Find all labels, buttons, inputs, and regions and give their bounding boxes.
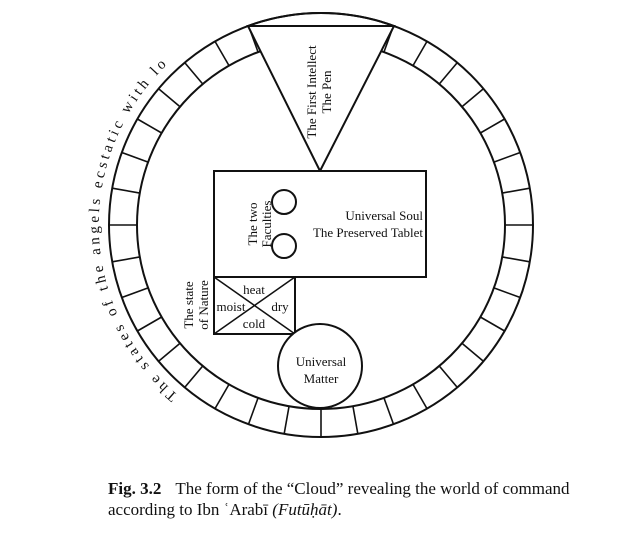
first-intellect-label: The First Intellect: [304, 45, 319, 139]
ring-segment-divider: [438, 365, 458, 388]
quality-cold: cold: [243, 316, 266, 331]
faculties-label-2: Faculties: [259, 201, 274, 248]
quality-heat: heat: [243, 282, 265, 297]
universal-soul-label: Universal Soul: [345, 208, 423, 223]
ring-segment-divider: [283, 406, 290, 434]
ring-segment-divider: [121, 151, 149, 163]
faculty-circle-1: [271, 189, 297, 215]
universal-soul-box: [213, 170, 427, 278]
pen-label: The Pen: [319, 70, 334, 113]
ring-segment-divider: [214, 41, 230, 67]
ring-segment-divider: [112, 256, 140, 263]
ring-segment-divider: [184, 365, 204, 388]
ring-segment-divider: [502, 187, 530, 194]
universal-label: Universal: [296, 354, 347, 369]
ring-segment-divider: [493, 287, 521, 299]
ring-segment-divider: [493, 151, 521, 163]
faculties-label-1: The two: [245, 203, 260, 246]
nature-label-1: The state: [181, 281, 196, 329]
ring-segment-divider: [214, 383, 230, 409]
nature-label-2: of Nature: [196, 280, 211, 330]
ring-segment-divider: [502, 256, 530, 263]
ring-segment-divider: [352, 406, 359, 434]
ring-segment-divider: [461, 342, 484, 362]
ring-segment-divider: [438, 62, 458, 85]
quality-dry: dry: [271, 299, 289, 314]
caption-text: The form of the “Cloud” revealing the wo…: [108, 479, 570, 519]
ring-segment-divider: [247, 397, 259, 425]
ring-segments: [109, 25, 533, 437]
caption-label: Fig. 3.2: [108, 479, 162, 498]
ring-segment-divider: [383, 397, 395, 425]
ring-segment-divider: [121, 287, 149, 299]
ring-text-path: The states of the angels ecstatic with l…: [0, 0, 179, 404]
ring-segment-divider: [184, 62, 204, 85]
caption-end: .: [337, 500, 342, 519]
universal-matter-circle: [277, 323, 363, 409]
ring-segment-divider: [112, 187, 140, 194]
ring-segment-divider: [137, 118, 163, 134]
ring-segment-divider: [479, 316, 505, 332]
ring-segment-divider: [158, 88, 181, 108]
ring-segment-divider: [461, 88, 484, 108]
ring-segment-divider: [412, 41, 428, 67]
matter-label: Matter: [304, 371, 339, 386]
first-intellect-triangle: [246, 25, 396, 174]
quality-moist: moist: [217, 299, 246, 314]
faculty-circle-2: [271, 233, 297, 259]
nature-diagonal-2: [213, 276, 296, 335]
ring-segment-divider: [158, 342, 181, 362]
triangle-top-arc: [248, 12, 394, 27]
ring-text: The states of the angels ecstatic with l…: [0, 0, 181, 404]
ring-segment-divider: [137, 316, 163, 332]
preserved-tablet-label: The Preserved Tablet: [313, 225, 423, 240]
ring-segment-divider: [412, 383, 428, 409]
ring-segment-divider: [479, 118, 505, 134]
caption-source: (Futūḥāt): [272, 500, 338, 519]
